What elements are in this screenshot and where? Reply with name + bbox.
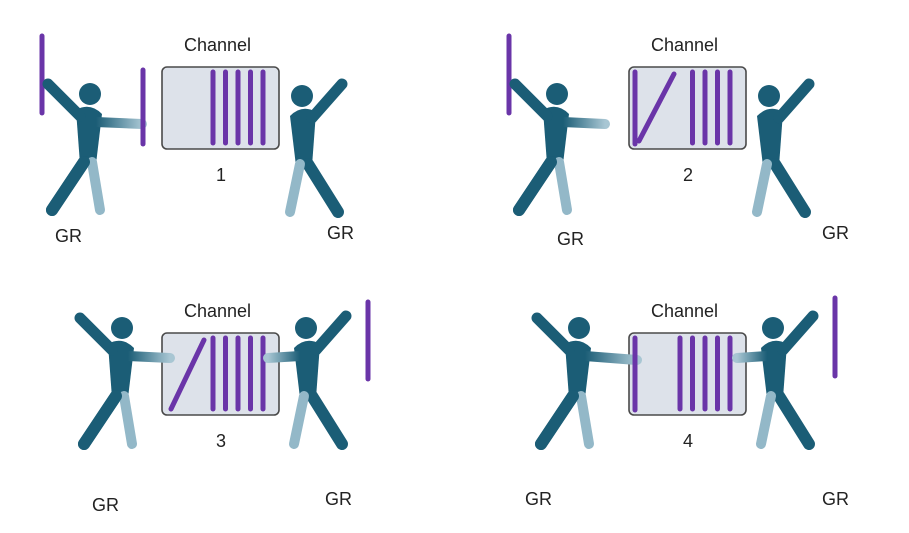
person-leg-shape <box>535 390 579 450</box>
person-raised-arm <box>310 310 352 356</box>
person-leg-right <box>87 157 105 215</box>
person-leg-right <box>769 158 811 218</box>
gr-label-left-3: GR <box>92 495 119 515</box>
channel-label-1: Channel <box>184 35 252 55</box>
panel-2 <box>506 33 815 218</box>
person-leg-shape <box>513 156 557 216</box>
person-reaching-arm <box>123 351 175 363</box>
person-raised-arm <box>531 312 575 356</box>
person-head <box>79 83 101 105</box>
person-raised-arm <box>42 78 86 122</box>
person-leg-right <box>554 157 572 215</box>
person-head <box>546 83 568 105</box>
gr-label-right-4: GR <box>822 489 849 509</box>
panel-3 <box>74 299 371 450</box>
step-number-1: 1 <box>216 165 227 185</box>
person-icon <box>267 78 348 218</box>
person-icon <box>732 310 819 450</box>
step-number-2: 2 <box>683 165 694 185</box>
person-head <box>758 85 780 107</box>
gr-label-left-2: GR <box>557 229 584 249</box>
step-number-4: 4 <box>683 431 694 451</box>
person-reaching-arm <box>91 117 147 129</box>
gr-label-left-1: GR <box>55 226 82 246</box>
person-icon <box>509 78 610 216</box>
person-raised-arm <box>777 310 819 356</box>
person-head <box>295 317 317 339</box>
person-leg-right <box>576 391 594 449</box>
person-leg-right <box>773 390 815 450</box>
person-raised-arm <box>773 78 815 124</box>
channel-label-2: Channel <box>651 35 719 55</box>
person-leg-shape <box>78 390 122 450</box>
person-reaching-arm <box>580 351 642 365</box>
person-leg-right <box>119 391 137 449</box>
gr-label-right-3: GR <box>325 489 352 509</box>
person-head <box>291 85 313 107</box>
person-reaching-arm <box>558 117 610 129</box>
person-icon <box>531 312 642 450</box>
person-leg-left <box>752 159 772 217</box>
person-head <box>568 317 590 339</box>
gr-label-right-1: GR <box>327 223 354 243</box>
person-icon <box>263 310 352 450</box>
gr-label-right-2: GR <box>822 223 849 243</box>
channel-label-4: Channel <box>651 301 719 321</box>
person-icon <box>42 78 147 216</box>
person-head <box>762 317 784 339</box>
tilted-rod <box>636 71 677 144</box>
person-leg-right <box>302 158 344 218</box>
person-reaching-arm <box>263 351 305 363</box>
person-raised-arm <box>74 312 118 356</box>
tilted-rod <box>168 337 207 412</box>
gr-label-left-4: GR <box>525 489 552 509</box>
person-icon <box>728 78 815 218</box>
step-number-3: 3 <box>216 431 227 451</box>
person-leg-right <box>306 390 348 450</box>
person-leg-left <box>756 391 776 449</box>
panel-4 <box>531 295 838 450</box>
person-leg-shape <box>46 156 90 216</box>
person-raised-arm <box>306 78 348 124</box>
person-raised-arm <box>509 78 553 122</box>
panel-1 <box>39 33 348 218</box>
channel-label-3: Channel <box>184 301 252 321</box>
person-icon <box>74 312 175 450</box>
person-leg-left <box>285 159 305 217</box>
person-leg-left <box>289 391 309 449</box>
person-head <box>111 317 133 339</box>
person-reaching-arm <box>732 351 772 363</box>
